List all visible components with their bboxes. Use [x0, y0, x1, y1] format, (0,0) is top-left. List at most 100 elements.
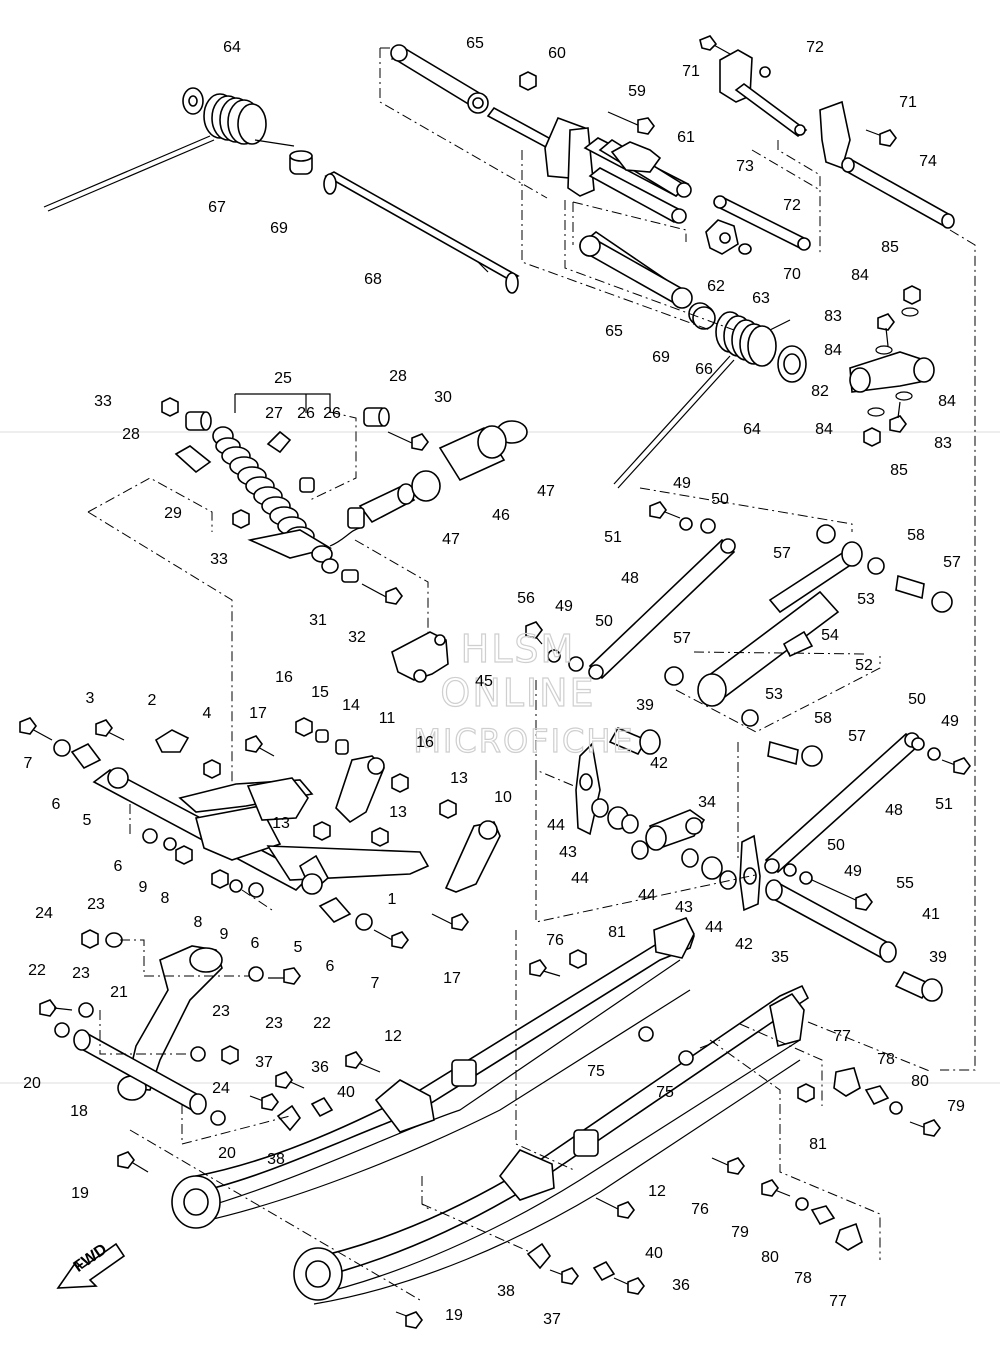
bolt-7-left	[19, 717, 53, 741]
collar-26	[299, 477, 315, 493]
bolt-12-bottom	[595, 1197, 635, 1219]
rear-shock-rod-54	[697, 541, 863, 707]
nut-24	[221, 1045, 239, 1065]
callout-68: 68	[364, 271, 382, 288]
callout-63: 63	[752, 290, 770, 307]
callout-36: 36	[672, 1277, 690, 1294]
callout-50: 50	[595, 613, 613, 630]
bolt-79-top	[909, 1119, 941, 1137]
callout-79: 79	[947, 1098, 965, 1115]
nut-8	[175, 845, 193, 865]
nut-81	[797, 1083, 815, 1103]
washer-84	[867, 407, 885, 417]
callout-23: 23	[72, 965, 90, 982]
pivot-shaft-left	[323, 171, 520, 294]
callout-3: 3	[86, 690, 95, 707]
bolt-51-top	[649, 501, 681, 519]
bolt-22-left	[39, 999, 73, 1017]
callout-37: 37	[255, 1054, 273, 1071]
callout-77: 77	[829, 1293, 847, 1310]
nut-8	[211, 869, 229, 889]
collar-6	[53, 739, 71, 757]
callout-82: 82	[811, 383, 829, 400]
link-rod-73	[734, 83, 808, 137]
callout-28: 28	[389, 368, 407, 385]
washer-23	[78, 1002, 94, 1018]
callout-48: 48	[621, 570, 639, 587]
callout-31: 31	[309, 612, 327, 629]
callout-44: 44	[705, 919, 723, 936]
link-rod-48-top	[588, 538, 736, 680]
callout-20: 20	[23, 1075, 41, 1092]
callout-6: 6	[114, 858, 123, 875]
callout-9: 9	[139, 879, 148, 896]
callout-65: 65	[605, 323, 623, 340]
bolt-79-bottom	[761, 1179, 791, 1197]
bolt-22-right	[268, 967, 301, 985]
callout-12: 12	[384, 1028, 402, 1045]
bracket-11	[335, 755, 385, 824]
bushing-5	[318, 897, 352, 923]
callout-8: 8	[194, 914, 203, 931]
callout-28: 28	[122, 426, 140, 443]
washer-23	[248, 966, 264, 982]
slide-rail-right	[293, 984, 810, 1305]
callout-27: 27	[265, 405, 283, 422]
callout-38: 38	[267, 1151, 285, 1168]
bolt-83-top	[877, 313, 895, 347]
collar-6	[142, 828, 158, 844]
callout-7: 7	[24, 755, 33, 772]
callout-4: 4	[203, 705, 212, 722]
nut-85-bottom	[863, 427, 881, 447]
callout-13: 13	[450, 770, 468, 787]
callout-23: 23	[212, 1003, 230, 1020]
callout-47: 47	[442, 531, 460, 548]
washer-84	[895, 391, 913, 401]
bolt-37-bottom	[549, 1267, 579, 1285]
washer-75	[678, 1050, 694, 1066]
callout-51: 51	[604, 529, 622, 546]
callout-55: 55	[896, 875, 914, 892]
callout-75: 75	[656, 1084, 674, 1101]
callout-58: 58	[907, 527, 925, 544]
callout-22: 22	[28, 962, 46, 979]
bolt-51-bottom	[941, 757, 971, 775]
washer-84	[901, 307, 919, 317]
washer-23	[190, 1046, 206, 1062]
bolt-3	[95, 719, 125, 741]
callout-54: 54	[821, 627, 839, 644]
callout-24: 24	[212, 1080, 230, 1097]
bolt-55	[811, 879, 873, 911]
callout-84: 84	[851, 267, 869, 284]
bolt-12-top	[345, 1051, 381, 1073]
front-lower-arm	[92, 767, 430, 895]
bracket-plate-right	[819, 100, 897, 170]
callout-18: 18	[70, 1103, 88, 1120]
callout-69: 69	[652, 349, 670, 366]
nut-13	[439, 799, 457, 819]
washer-80	[795, 1197, 809, 1211]
callout-44: 44	[547, 817, 565, 834]
nut-13	[371, 827, 389, 847]
collar-tube-65	[579, 235, 693, 309]
callout-10: 10	[494, 789, 512, 806]
bolt-36-top	[275, 1071, 305, 1089]
callout-1: 1	[388, 891, 397, 908]
callout-37: 37	[543, 1311, 561, 1328]
bolt-17-bottom	[431, 913, 469, 931]
end-stopper-77-top	[833, 1067, 861, 1097]
callout-41: 41	[922, 906, 940, 923]
collar-29	[174, 445, 212, 474]
nut-16	[391, 773, 409, 793]
collar-28-right	[363, 407, 390, 427]
callout-76: 76	[546, 932, 564, 949]
collar-28-left	[185, 411, 212, 431]
washer-23	[105, 932, 123, 948]
watermark-line-1: HLSM	[461, 627, 576, 671]
bracket-45	[391, 631, 449, 683]
callout-39: 39	[636, 697, 654, 714]
callout-5: 5	[83, 812, 92, 829]
callout-48: 48	[885, 802, 903, 819]
bolt-56	[525, 621, 543, 645]
